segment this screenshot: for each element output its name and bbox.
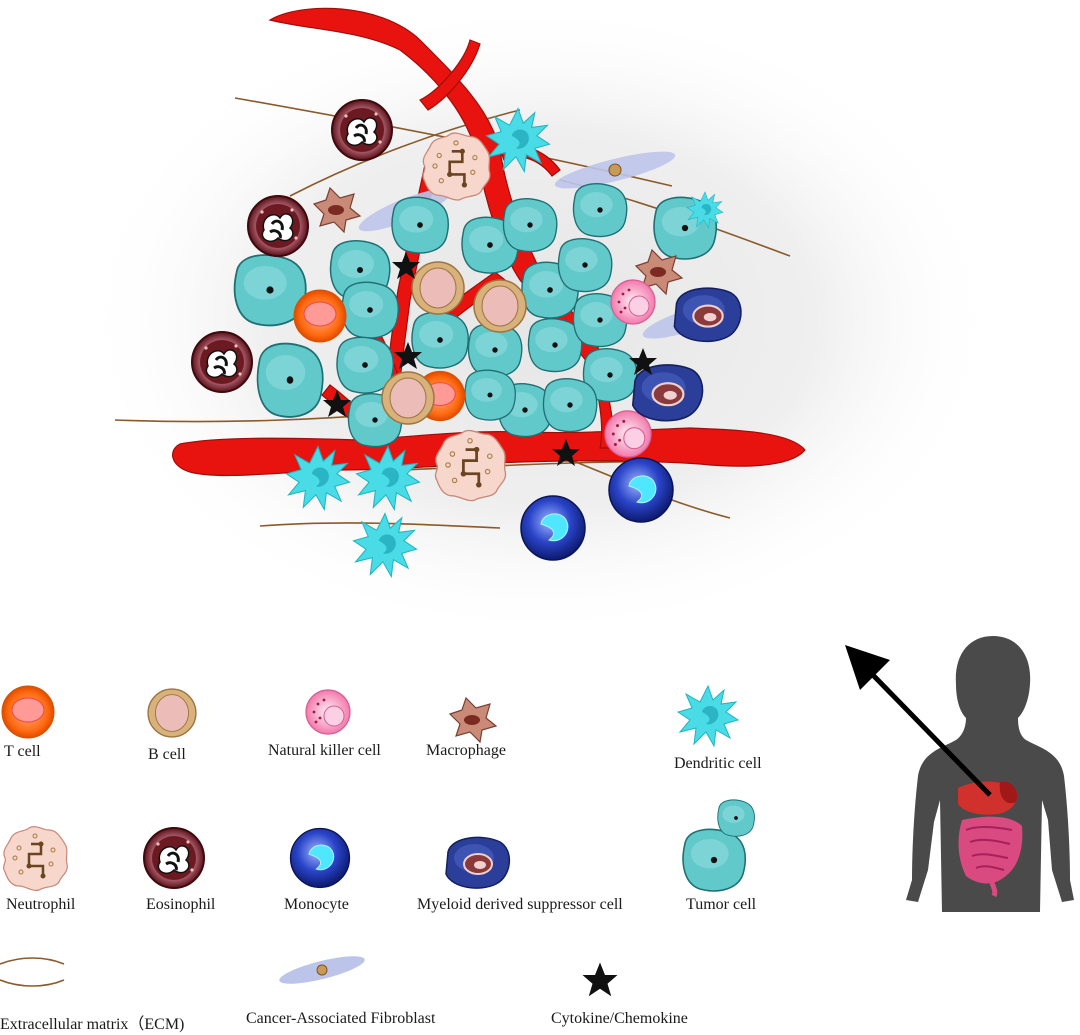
- legend-t-cell-icon: [1, 685, 55, 739]
- legend-cytokine-label: Cytokine/Chemokine: [551, 1010, 688, 1027]
- legend-mdsc-label: Myeloid derived suppressor cell: [417, 896, 623, 913]
- legend-macrophage-label: Macrophage: [426, 742, 506, 759]
- legend-nk-cell-label: Natural killer cell: [268, 742, 381, 759]
- legend-eosinophil-icon: [142, 826, 206, 890]
- legend-nk-cell-icon: [305, 689, 351, 735]
- legend-eosinophil-label: Eosinophil: [146, 896, 216, 913]
- legend-mdsc-icon: [445, 836, 511, 890]
- zoom-arrow-icon: [845, 645, 992, 797]
- legend-b-cell-icon: [147, 688, 197, 738]
- legend-ecm-label: Extracellular matrix（ECM): [0, 1016, 185, 1033]
- legend-dendritic-icon: [677, 685, 739, 747]
- legend-caf-label: Cancer-Associated Fibroblast: [246, 1010, 436, 1027]
- legend-ecm-icon: [0, 957, 65, 987]
- legend-caf-icon: [279, 956, 365, 984]
- legend-monocyte-icon: [289, 827, 351, 889]
- legend-tumor-icon: [682, 799, 755, 892]
- human-silhouette-icon: [906, 636, 1074, 912]
- legend-monocyte-label: Monocyte: [284, 896, 349, 913]
- legend-cytokine-icon: [582, 962, 618, 997]
- legend-t-cell-label: T cell: [4, 743, 41, 760]
- legend-neutrophil-label: Neutrophil: [6, 896, 76, 913]
- legend-shapes: [0, 685, 755, 997]
- legend-macrophage-icon: [449, 697, 497, 743]
- legend-tumor-label: Tumor cell: [686, 896, 757, 913]
- legend-b-cell-label: B cell: [148, 746, 186, 763]
- legend-dendritic-label: Dendritic cell: [674, 755, 762, 772]
- legend-neutrophil-icon: [2, 825, 69, 892]
